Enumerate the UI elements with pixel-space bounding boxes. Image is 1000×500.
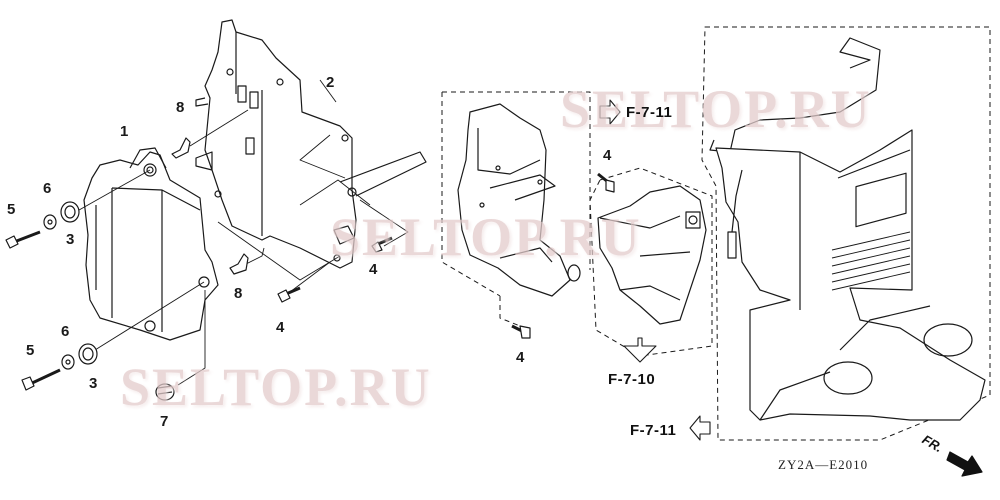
callout-8[interactable]: 8 [234,285,243,302]
middle-bracket-assembly [441,91,713,357]
callout-2[interactable]: 2 [326,74,335,91]
callout-6[interactable]: 6 [61,323,70,340]
grommet-part-3-upper [60,201,80,223]
callout-7[interactable]: 7 [160,413,169,430]
cover-housing-assembly [701,26,991,441]
front-direction-arrow-icon [946,451,983,477]
callout-8[interactable]: 8 [176,99,185,116]
bolt-part-5-upper [5,230,41,249]
bracket-part-2 [195,19,427,269]
arrow-down-icon [623,337,657,363]
callout-4[interactable]: 4 [276,319,285,336]
fasteners [5,137,615,401]
control-unit-part-1 [83,147,219,341]
callout-4[interactable]: 4 [603,147,612,164]
section-ref-link[interactable]: F-7-10 [608,371,656,388]
diagram-code: ZY2A—E2010 [778,457,869,472]
section-ref-link[interactable]: F-7-11 [630,422,677,439]
callout-5[interactable]: 5 [7,201,16,218]
section-ref-link[interactable]: F-7-11 [626,104,673,121]
callout-4[interactable]: 4 [369,261,378,278]
callout-6[interactable]: 6 [43,180,52,197]
callout-5[interactable]: 5 [26,342,35,359]
section-ref-arrows [599,99,711,441]
callout-3[interactable]: 3 [66,231,75,248]
arrow-left-icon [689,415,711,441]
callout-1[interactable]: 1 [120,123,129,140]
washer-part-6-upper [43,214,57,230]
assembly-lines [71,79,409,386]
callout-3[interactable]: 3 [89,375,98,392]
callout-4[interactable]: 4 [516,349,525,366]
arrow-right-icon [599,99,621,125]
